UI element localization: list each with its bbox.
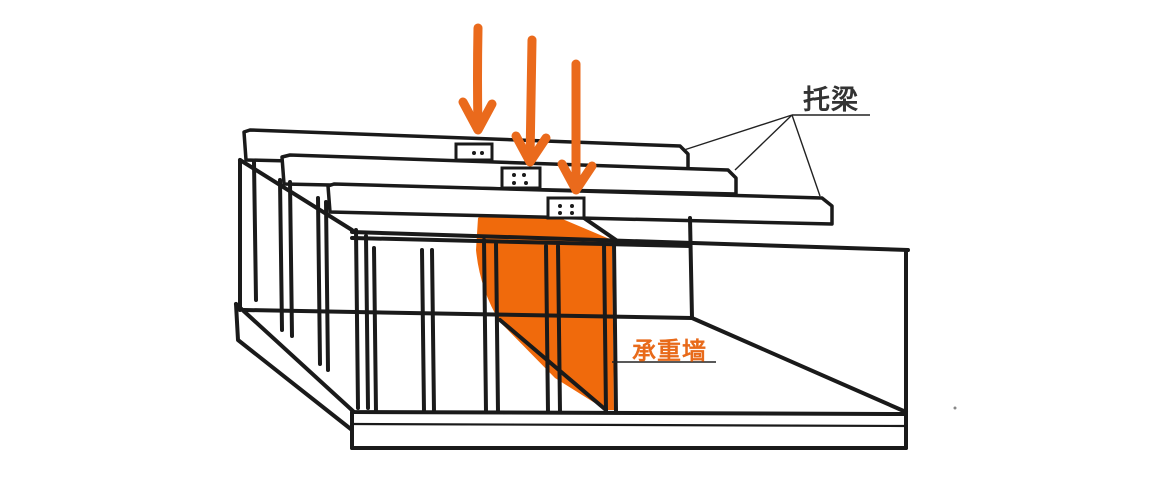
load-arrows (458, 23, 597, 195)
beam-label: 托梁 (803, 85, 859, 116)
building-frame (234, 158, 910, 450)
load-arrow-1 (473, 23, 483, 133)
load-arrow-2 (525, 35, 537, 165)
beam-leader-lines (612, 114, 870, 363)
bearing-wall-label: 承重墙 (632, 337, 707, 365)
